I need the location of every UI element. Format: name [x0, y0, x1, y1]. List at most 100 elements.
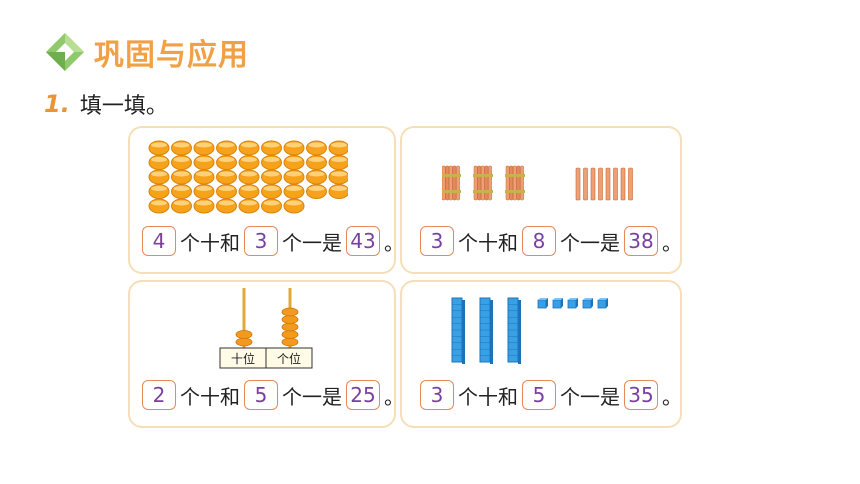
orange-fruit: [148, 169, 170, 185]
orange-fruit: [193, 169, 215, 185]
abacus-bead: [281, 337, 299, 347]
ones-answer-box[interactable]: 3: [244, 226, 278, 256]
card-abacus: 十位 个位 2 个十和 5 个一是 25 。: [128, 280, 404, 428]
loose-stick: [590, 167, 596, 201]
abacus-bead: [235, 330, 253, 339]
end-mark: 。: [662, 384, 682, 409]
section-header: 巩固与应用: [44, 28, 249, 76]
green-diamond-icon: [46, 33, 84, 71]
ones-place-label: 个位: [277, 351, 301, 366]
orange-fruit: [148, 155, 170, 170]
orange-fruit: [238, 198, 260, 214]
ones-answer-box[interactable]: 8: [522, 226, 556, 256]
orange-fruit: [261, 155, 282, 170]
tens-label: 个十和: [458, 230, 518, 255]
ten-rod: [479, 297, 493, 364]
orange-fruit: [171, 155, 192, 170]
loose-stick: [575, 167, 581, 201]
orange-fruit: [238, 184, 260, 199]
base-ten-blocks-illustration: [451, 297, 608, 364]
abacus-bead: [281, 330, 299, 339]
ones-label: 个一是: [560, 230, 620, 255]
orange-fruit: [238, 169, 260, 185]
tens-answer-box[interactable]: 2: [142, 380, 176, 410]
orange-fruit: [306, 140, 327, 156]
orange-fruit: [283, 184, 305, 199]
ten-rod: [451, 297, 465, 364]
end-mark: 。: [384, 384, 404, 409]
tens-place-label: 十位: [231, 351, 255, 366]
question-number: 1.: [44, 90, 70, 118]
loose-stick: [613, 167, 618, 201]
answer-line: 3 个十和 5 个一是 35 。: [418, 380, 684, 410]
stick-bundle: [473, 165, 493, 201]
ones-label: 个一是: [282, 230, 342, 255]
abacus-bead: [281, 315, 299, 324]
orange-fruit: [261, 140, 282, 156]
orange-fruit: [148, 184, 170, 199]
unit-cube: [597, 298, 608, 309]
answer-line: 4 个十和 3 个一是 43 。: [140, 226, 406, 256]
section-title: 巩固与应用: [94, 38, 249, 73]
tens-answer-box[interactable]: 4: [142, 226, 176, 256]
unit-cube: [552, 298, 563, 309]
total-answer-box[interactable]: 35: [624, 380, 658, 410]
unit-cube: [537, 298, 548, 309]
total-answer-box[interactable]: 38: [624, 226, 658, 256]
question-text: 填一填。: [79, 94, 168, 119]
orange-fruit: [306, 155, 327, 170]
orange-fruit: [171, 198, 192, 214]
orange-fruit: [261, 169, 282, 185]
orange-fruit: [148, 140, 170, 156]
orange-fruit: [193, 198, 215, 214]
orange-fruit: [193, 140, 215, 156]
unit-cube: [567, 298, 578, 309]
orange-fruit: [216, 184, 237, 199]
answer-line: 2 个十和 5 个一是 25 。: [140, 380, 406, 410]
orange-fruit: [216, 169, 237, 185]
orange-fruit: [193, 155, 215, 170]
ones-answer-box[interactable]: 5: [244, 380, 278, 410]
orange-fruit: [306, 184, 327, 199]
orange-fruit: [306, 169, 327, 185]
total-answer-box[interactable]: 43: [346, 226, 380, 256]
orange-fruit: [193, 184, 215, 199]
orange-fruit: [238, 140, 260, 156]
orange-fruit: [171, 184, 192, 199]
card-fruits: 4 个十和 3 个一是 43 。: [128, 126, 404, 274]
question-line: 1. 填一填。: [44, 88, 168, 120]
orange-fruit: [328, 140, 348, 156]
ones-label: 个一是: [282, 384, 342, 409]
stick-bundle: [442, 165, 461, 201]
orange-fruit: [171, 169, 192, 185]
ten-rod: [507, 297, 521, 364]
answer-line: 3 个十和 8 个一是 38 。: [418, 226, 684, 256]
card-blocks: 3 个十和 5 个一是 35 。: [400, 280, 682, 428]
stick-bundle: [505, 165, 525, 201]
orange-fruit: [283, 169, 305, 185]
orange-fruit: [148, 198, 170, 214]
card-sticks: 3 个十和 8 个一是 38 。: [400, 126, 682, 274]
loose-stick: [605, 167, 611, 201]
orange-fruit: [328, 155, 348, 170]
orange-fruit: [261, 184, 282, 199]
orange-fruit: [283, 198, 305, 214]
total-answer-box[interactable]: 25: [346, 380, 380, 410]
loose-stick: [583, 167, 588, 201]
orange-fruit: [328, 184, 348, 199]
tens-label: 个十和: [180, 384, 240, 409]
tens-label: 个十和: [180, 230, 240, 255]
orange-fruit: [283, 155, 305, 170]
orange-fruit: [283, 140, 305, 156]
stick-bundles-illustration: [442, 165, 633, 201]
end-mark: 。: [662, 230, 682, 255]
loose-stick: [620, 167, 626, 201]
ones-label: 个一是: [560, 384, 620, 409]
orange-fruit-pile-illustration: [148, 140, 348, 214]
orange-fruit: [171, 140, 192, 156]
tens-answer-box[interactable]: 3: [420, 380, 454, 410]
abacus-bead: [235, 337, 253, 347]
ones-answer-box[interactable]: 5: [522, 380, 556, 410]
unit-cube: [582, 298, 593, 309]
tens-answer-box[interactable]: 3: [420, 226, 454, 256]
